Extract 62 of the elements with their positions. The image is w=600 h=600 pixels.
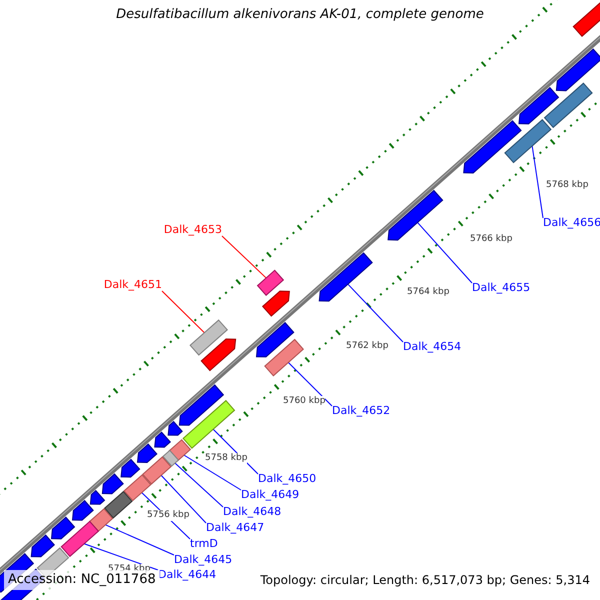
gene-feature	[544, 82, 593, 128]
leader-line	[532, 146, 544, 218]
gene-feature	[572, 0, 600, 37]
gene-label: trmD	[190, 537, 218, 550]
gene-label: Dalk_4644	[158, 568, 216, 581]
gene-label: Dalk_4654	[403, 340, 462, 353]
gene-feature	[318, 252, 373, 302]
leader-line	[417, 222, 472, 284]
gene-label: Dalk_4648	[223, 505, 282, 518]
gene-feature	[264, 338, 304, 376]
gene-label: Dalk_4645	[174, 553, 232, 566]
leader-line	[347, 284, 404, 342]
gene-label: Dalk_4650	[258, 472, 316, 485]
gene-feature	[90, 490, 106, 505]
gene-label: Dalk_4655	[472, 281, 530, 294]
gene-feature	[178, 384, 224, 426]
gene-feature	[30, 534, 55, 558]
gene-feature	[463, 120, 522, 174]
gene-label: Dalk_4647	[206, 521, 264, 534]
genome-stats-text: Topology: circular; Length: 6,517,073 bp; Genes: 5,314	[260, 574, 590, 587]
gene-feature	[104, 490, 133, 519]
gene-feature	[182, 400, 236, 449]
leader-line	[174, 462, 224, 508]
gene-feature	[89, 508, 114, 532]
position-label: 5756 kbp	[147, 510, 190, 521]
gene-feature	[388, 190, 444, 241]
position-label: 5768 kbp	[546, 180, 588, 191]
gene-feature	[162, 450, 180, 467]
gene-feature	[518, 86, 560, 124]
map-title: Desulfatibacillum alkenivorans AK-01, complete genome	[115, 8, 485, 21]
position-label: 5762 kbp	[346, 341, 388, 352]
gene-feature	[60, 520, 100, 558]
position-label: 5764 kbp	[407, 287, 450, 298]
gene-label: Dalk_4649	[241, 488, 300, 501]
position-label: 5766 kbp	[470, 234, 512, 245]
leader-line	[222, 236, 267, 278]
gene-feature	[123, 474, 152, 502]
gene-feature	[136, 443, 158, 463]
gene-feature	[256, 270, 284, 296]
accession-text: Accession: NC_011768	[4, 570, 160, 590]
position-label: 5760 kbp	[283, 396, 326, 407]
leader-line	[104, 524, 174, 556]
leader-line	[162, 290, 205, 334]
position-label: 5758 kbp	[205, 453, 248, 464]
leader-line	[160, 474, 206, 524]
gene-feature	[200, 338, 236, 372]
gene-label: Dalk_4651	[104, 278, 162, 291]
gene-feature	[120, 458, 140, 478]
gene-feature	[256, 322, 294, 358]
gene-feature	[102, 473, 124, 494]
gene-feature	[50, 516, 76, 540]
leader-line	[288, 362, 332, 406]
gene-feature	[168, 420, 183, 436]
gene-label: Dalk_4652	[332, 404, 390, 417]
gene-label: Dalk_4653	[164, 223, 222, 236]
gene-feature	[154, 432, 171, 448]
gene-feature	[504, 119, 552, 164]
gene-feature	[556, 48, 600, 92]
leader-line	[184, 454, 242, 490]
gene-feature	[262, 290, 290, 317]
gene-feature	[142, 456, 172, 485]
gene-feature	[190, 319, 228, 356]
